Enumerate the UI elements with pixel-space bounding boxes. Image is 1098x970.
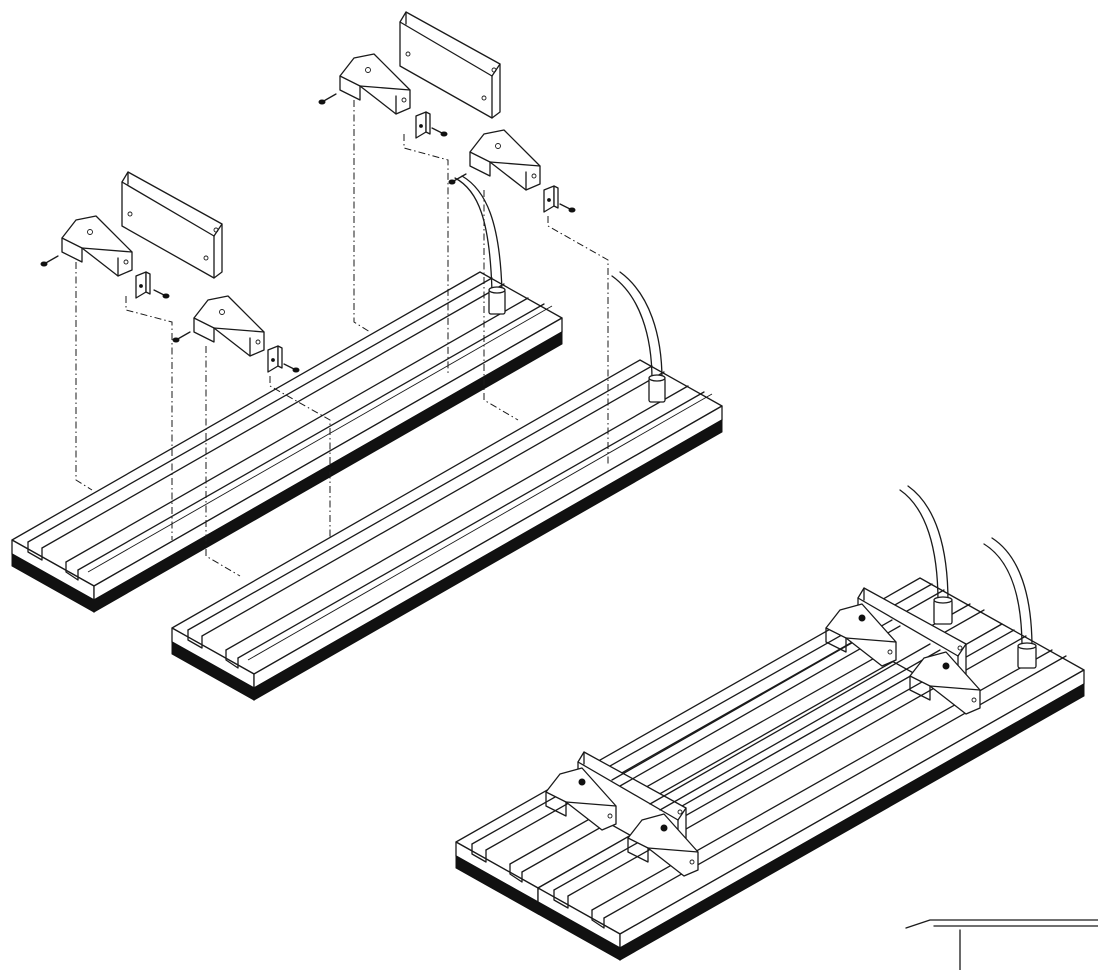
screw: [318, 93, 337, 105]
bracket-arm: [469, 129, 541, 191]
power-cable: [611, 271, 666, 403]
clip: [543, 185, 559, 213]
mounting-bracket: [121, 171, 223, 279]
bracket-arm: [627, 813, 699, 877]
power-cable: [454, 175, 506, 315]
bracket-arm: [545, 767, 617, 831]
heater-body: [171, 359, 723, 701]
bracket-arm: [61, 215, 133, 277]
power-cable: [899, 485, 953, 625]
screw: [559, 203, 576, 213]
exploded-left-heater: [11, 171, 563, 630]
bracket-arm: [193, 295, 265, 357]
screw: [153, 289, 170, 299]
bracket-arm: [825, 603, 897, 667]
exploded-right-heater: [171, 11, 723, 701]
mounting-bracket: [399, 11, 501, 119]
clip: [135, 271, 151, 299]
heater-body: [11, 271, 563, 613]
bracket-arm: [339, 53, 411, 115]
screw: [283, 363, 300, 373]
screw: [431, 127, 448, 137]
screw: [172, 331, 191, 343]
power-cable: [983, 537, 1037, 669]
assembled-heaters: [455, 485, 1085, 961]
screw: [448, 173, 467, 185]
clip: [415, 111, 431, 139]
bracket-arm: [909, 651, 981, 715]
screw: [40, 255, 59, 267]
clip: [267, 345, 283, 373]
corner-fragment: [905, 919, 1098, 970]
